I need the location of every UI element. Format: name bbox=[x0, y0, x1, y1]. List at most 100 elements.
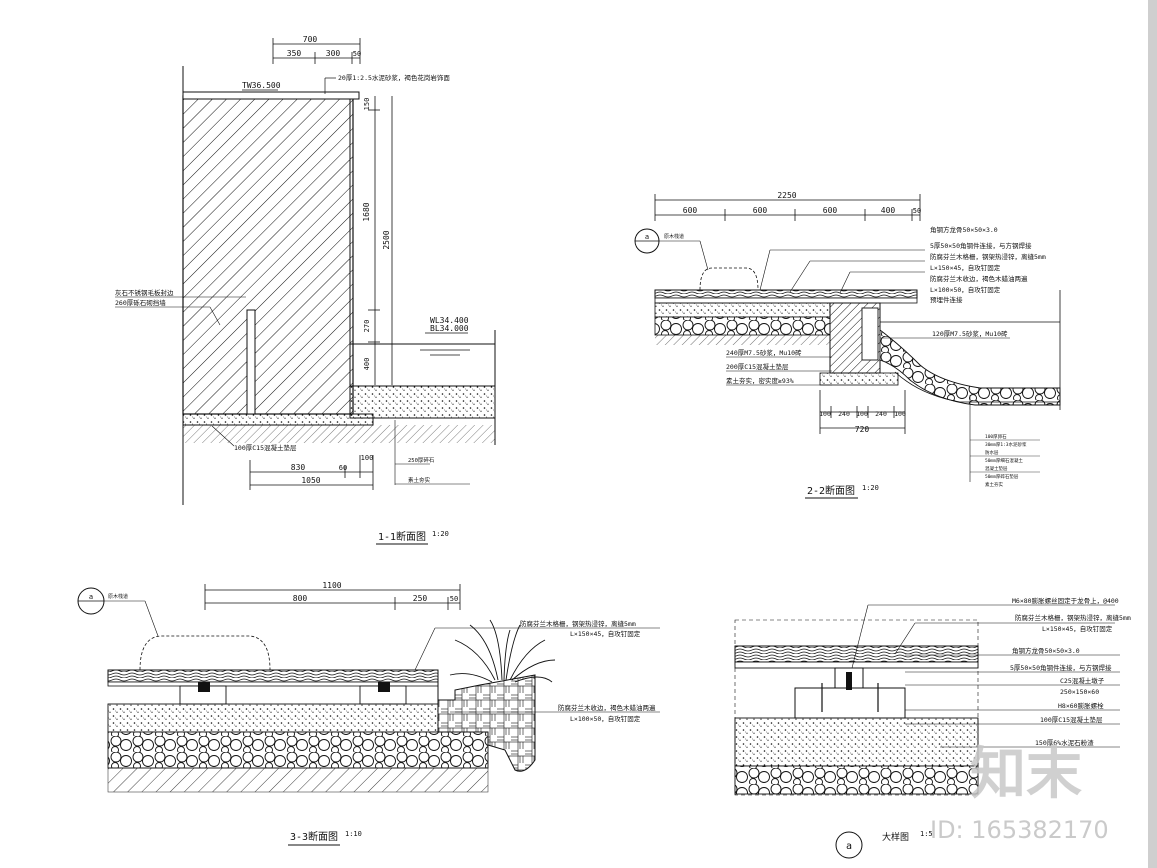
section-1-1: 700 350 300 50 150 1680 2500 270 400 TW3… bbox=[115, 35, 496, 545]
small-note-s22-6: 素土夯实 bbox=[985, 481, 1003, 488]
note-s33-2: L×150×45，自攻钉固定 bbox=[570, 629, 641, 638]
detail-a-scale: 1:5 bbox=[920, 830, 933, 838]
note-da-4: 5厚50×50角钢件连接，与方钢焊接 bbox=[1010, 663, 1112, 672]
note-da-5: C25混凝土墩子 bbox=[1060, 676, 1105, 685]
footing-2-2 bbox=[819, 372, 899, 386]
dim-s11-100: 100 bbox=[361, 454, 374, 462]
retaining-wall bbox=[182, 95, 354, 415]
dim-s22-b0: 100 bbox=[819, 410, 831, 418]
dim-s11-270: 270 bbox=[363, 320, 371, 333]
detail-a: M6×80膨胀螺丝固定于龙骨上，@400 防腐芬兰木格栅，钢架热浸锌，离缝5mm… bbox=[734, 596, 1131, 859]
note-da-2: L×150×45，自攻钉固定 bbox=[1042, 624, 1113, 633]
gravel-3-3 bbox=[107, 731, 489, 769]
dim-s11-1680: 1680 bbox=[362, 202, 371, 221]
scale-s33: 1:10 bbox=[345, 830, 362, 838]
wall-drain-pipe bbox=[246, 309, 256, 415]
dim-s22-total: 2250 bbox=[777, 191, 796, 200]
detail-marker-2-2-label: a bbox=[645, 233, 649, 241]
note-s22-1: 角钢方龙骨50×50×3.0 bbox=[930, 225, 998, 234]
title-s11: 1-1断面图 bbox=[378, 530, 426, 543]
note-s22-7: 预埋件连接 bbox=[930, 295, 963, 304]
scrollbar-edge bbox=[1148, 0, 1157, 868]
note-s33-4: L×100×50，自攻钉固定 bbox=[570, 714, 641, 723]
title-s33: 3-3断面图 bbox=[290, 830, 338, 843]
dim-s33-800: 800 bbox=[293, 594, 308, 603]
concrete-slab-3-3 bbox=[107, 703, 439, 733]
dim-s11-1050: 1050 bbox=[301, 476, 320, 485]
note-s22-3: 防腐芬兰木格栅，钢架热浸锌，离缝5mm bbox=[930, 252, 1046, 261]
small-note-s22-4: 混凝土垫层 bbox=[985, 465, 1008, 472]
detail-a-title: 大样图 bbox=[882, 831, 909, 843]
detail-a-marker bbox=[835, 831, 863, 859]
note-s22-10: 200厚C15混凝土垫层 bbox=[726, 362, 789, 371]
dim-s22-b3: 240 bbox=[875, 410, 887, 418]
note-da-0: M6×80膨胀螺丝固定于龙骨上，@400 bbox=[1012, 596, 1119, 605]
dim-s22-400: 400 bbox=[881, 206, 896, 215]
dim-s22-b2: 100 bbox=[856, 410, 868, 418]
dim-s22-600b: 600 bbox=[753, 206, 768, 215]
note-s11-3: 100厚C15混凝土垫层 bbox=[234, 443, 297, 452]
note-s33-3: 防腐芬兰木收边，褐色木蜡油两遍 bbox=[558, 703, 656, 712]
watermark: 知末 ID: 165382170 bbox=[930, 742, 1109, 844]
dim-s11-830: 830 bbox=[291, 463, 306, 472]
note-s22-0: 原木栈道 bbox=[664, 233, 684, 240]
note-s22-4: L×150×45，自攻钉固定 bbox=[930, 263, 1001, 272]
note-s33-0: 原木栈道 bbox=[108, 593, 128, 600]
level-wl: WL34.400 bbox=[430, 316, 469, 325]
wall-footing bbox=[182, 413, 374, 426]
compacted-soil bbox=[183, 425, 495, 443]
note-s22-11: 素土夯实，密实度≥93% bbox=[726, 376, 794, 385]
section-3-3: 1100 800 250 50 a 原木栈道 防腐芬兰木格栅，钢架热浸锌，离缝5… bbox=[77, 581, 660, 846]
scale-s22: 1:20 bbox=[862, 484, 879, 492]
note-s22-6: L×100×50，自攻钉固定 bbox=[930, 285, 1001, 294]
title-s22: 2-2断面图 bbox=[807, 484, 855, 497]
log-seat-outline bbox=[699, 267, 759, 291]
wall-coping bbox=[182, 91, 360, 100]
note-s33-1: 防腐芬兰木格栅，钢架热浸锌，离缝5mm bbox=[520, 619, 636, 628]
note-s11-5: 素土夯实 bbox=[408, 476, 431, 484]
note-s11-1: 灰石不锈钢毛板封边 bbox=[115, 288, 174, 297]
pool-base-concrete bbox=[349, 385, 496, 419]
detail-a-marker-label: a bbox=[846, 841, 852, 852]
dim-s22-720: 720 bbox=[855, 425, 870, 434]
note-da-8: 100厚C15混凝土垫层 bbox=[1040, 715, 1103, 724]
small-note-s22-0: 100厚卵石 bbox=[985, 433, 1007, 440]
note-s22-9: 240厚M7.5砂浆，Mu10砖 bbox=[726, 348, 802, 357]
concrete-pier-detail bbox=[794, 687, 906, 719]
dim-s33-50: 50 bbox=[450, 595, 458, 603]
concrete-slab-2-2 bbox=[654, 302, 831, 318]
dim-s33-total: 1100 bbox=[322, 581, 341, 590]
note-da-9: 150厚6%水泥石粉渣 bbox=[1035, 738, 1094, 747]
log-seat-outline-3-3 bbox=[139, 635, 271, 671]
dim-s11-300: 300 bbox=[326, 49, 341, 58]
concrete-slab-detail bbox=[734, 717, 979, 767]
dim-s33-250: 250 bbox=[413, 594, 428, 603]
deck-boards-detail bbox=[734, 645, 979, 663]
small-note-s22-2: 防水层 bbox=[985, 449, 999, 456]
dim-s11-50: 50 bbox=[353, 50, 361, 58]
level-bl: BL34.000 bbox=[430, 324, 469, 333]
deck-boards-2-2 bbox=[654, 289, 918, 299]
gravel-2-2 bbox=[654, 316, 831, 336]
detail-marker-3-3-label: a bbox=[89, 593, 93, 601]
note-s11-4: 250厚碎石 bbox=[408, 456, 435, 464]
note-da-6: 250×150×60 bbox=[1060, 688, 1099, 696]
watermark-id: ID: 165382170 bbox=[930, 816, 1109, 844]
dim-s11-350: 350 bbox=[287, 49, 302, 58]
dim-s22-600c: 600 bbox=[823, 206, 838, 215]
dim-s11-60: 60 bbox=[339, 464, 347, 472]
level-tw: TW36.500 bbox=[242, 81, 281, 90]
gravel-detail bbox=[734, 765, 979, 795]
note-da-7: H8×60膨胀螺栓 bbox=[1058, 701, 1104, 710]
woven-planter bbox=[437, 674, 536, 772]
small-note-s22-5: 50mm厚碎石垫层 bbox=[985, 473, 1019, 480]
small-note-s22-3: 50mm厚细石混凝土 bbox=[985, 457, 1023, 464]
dim-s22-600a: 600 bbox=[683, 206, 698, 215]
scale-s11: 1:20 bbox=[432, 530, 449, 538]
watermark-logo: 知末 bbox=[970, 742, 1082, 807]
dim-s22-b4: 100 bbox=[894, 410, 906, 418]
dim-s11-2500: 2500 bbox=[382, 230, 391, 249]
note-s22-5: 防腐芬兰木收边，褐色木蜡油两遍 bbox=[930, 274, 1028, 283]
note-da-1: 防腐芬兰木格栅，钢架热浸锌，离缝5mm bbox=[1015, 613, 1131, 622]
